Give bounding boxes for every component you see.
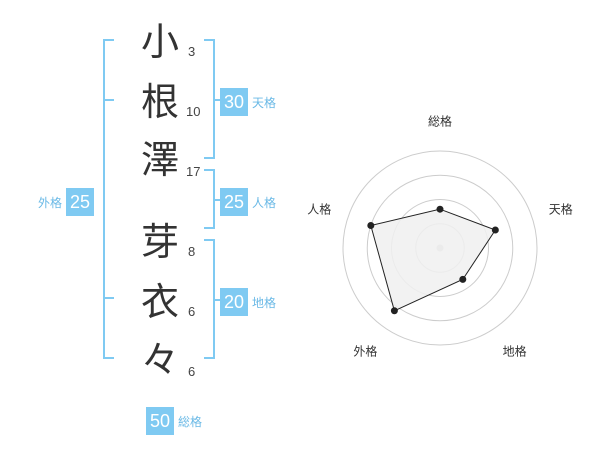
jinkaku-label: 人格 [252, 195, 277, 210]
stroke-count-6: 6 [188, 364, 196, 379]
gaikaku-badge: 外格 25 [38, 188, 95, 216]
stroke-count-2: 10 [186, 104, 201, 119]
radar-point [436, 205, 444, 213]
radar-series-polygon [370, 208, 497, 312]
name-char-5: 衣 [140, 280, 179, 324]
radar-axis-label: 人格 [307, 202, 332, 217]
jinkaku-badge: 25 人格 [220, 188, 276, 216]
stroke-count-1: 3 [188, 44, 196, 59]
radar-ring [342, 150, 538, 346]
chikaku-badge: 20 地格 [220, 288, 276, 316]
name-char-4: 芽 [140, 220, 179, 264]
tenkaku-label: 天格 [252, 95, 277, 110]
name-char-3: 澤 [140, 138, 179, 182]
soukaku-badge: 50 総格 [146, 407, 202, 435]
jinkaku-value: 25 [220, 188, 248, 216]
stroke-count-4: 8 [188, 244, 196, 259]
gaikaku-value: 25 [66, 188, 95, 216]
soukaku-label: 総格 [178, 414, 203, 429]
soukaku-value: 50 [146, 407, 174, 435]
name-char-1: 小 [140, 20, 179, 64]
stroke-count-3: 17 [186, 164, 201, 179]
radar-ring [366, 174, 514, 322]
chikaku-label: 地格 [252, 295, 277, 310]
name-char-6: 々 [140, 338, 179, 382]
radar-point [367, 222, 375, 230]
radar-axis-label: 外格 [353, 344, 378, 359]
tenkaku-value: 30 [220, 88, 248, 116]
stroke-count-5: 6 [188, 304, 196, 319]
radar-axis-label: 総格 [427, 114, 453, 129]
outer-bracket [103, 39, 114, 359]
tenkaku-badge: 30 天格 [220, 88, 276, 116]
radar-point [390, 307, 398, 315]
chikaku-value: 20 [220, 288, 248, 316]
radar-point [459, 275, 467, 283]
radar-axis-label: 天格 [548, 202, 573, 217]
radar-axis-label: 地格 [502, 344, 527, 359]
radar-point [491, 226, 499, 234]
gaikaku-label: 外格 [38, 195, 63, 210]
name-char-2: 根 [140, 80, 179, 124]
